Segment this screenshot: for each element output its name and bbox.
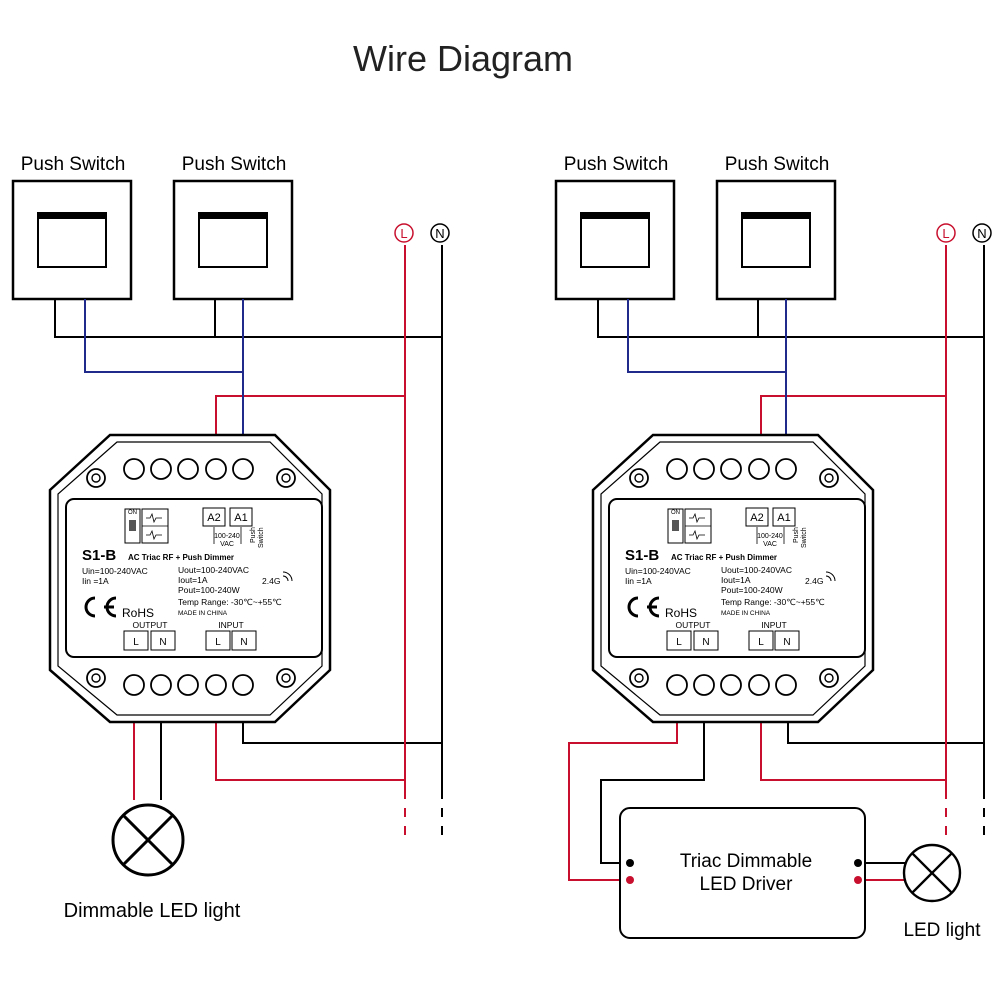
right-dev-on: ON (671, 510, 680, 516)
left-push-switch-1 (11, 179, 133, 301)
right-dev-rohs: RoHS (665, 606, 697, 620)
right-dev-made: MADE IN CHINA (721, 610, 771, 617)
left-dev-in-l: L (215, 637, 221, 648)
left-neutral-marker: N (430, 223, 450, 243)
right-diagram: Push Switch Push Switch L N (554, 154, 992, 941)
left-dev-in-n: N (240, 637, 247, 648)
left-dev-output: OUTPUT (133, 620, 168, 630)
right-dev-in-l: L (758, 637, 764, 648)
right-live-letter: L (942, 226, 949, 241)
left-lamp-icon (111, 803, 185, 877)
right-dev-pout: Pout=100-240W (721, 585, 783, 595)
left-dev-vac1: 100-240 (214, 533, 240, 540)
left-diagram: Push Switch Push Switch L N (11, 154, 450, 922)
right-push-switch-2 (715, 179, 837, 301)
right-dev-model: S1-B (625, 547, 659, 564)
left-dev-out-n: N (159, 637, 166, 648)
left-dev-band: 2.4G (262, 576, 280, 586)
left-dev-out-l: L (133, 637, 139, 648)
left-dev-uout: Uout=100-240VAC (178, 565, 249, 575)
right-dev-subtitle: AC Triac RF + Push Dimmer (671, 553, 777, 562)
right-load-label: LED light (903, 920, 981, 941)
right-live-marker: L (936, 223, 956, 243)
left-dev-iin: Iin =1A (82, 576, 109, 586)
right-dev-band: 2.4G (805, 576, 823, 586)
right-driver-line-1: Triac Dimmable (680, 851, 812, 872)
right-dev-push2: Switch (801, 527, 808, 548)
left-switch-2-label: Push Switch (182, 154, 287, 175)
right-dev-output: OUTPUT (676, 620, 711, 630)
right-switch-2-label: Push Switch (725, 154, 830, 175)
left-dev-pout: Pout=100-240W (178, 585, 240, 595)
right-lamp-icon (902, 843, 962, 903)
right-dev-temp: Temp Range: -30℃~+55℃ (721, 597, 825, 607)
left-dev-iout: Iout=1A (178, 575, 208, 585)
right-neutral-marker: N (972, 223, 992, 243)
right-dev-iin: Iin =1A (625, 576, 652, 586)
left-load-label: Dimmable LED light (64, 900, 241, 922)
left-dev-rohs: RoHS (122, 606, 154, 620)
left-dev-subtitle: AC Triac RF + Push Dimmer (128, 553, 234, 562)
right-dev-out-n: N (702, 637, 709, 648)
left-dev-model: S1-B (82, 547, 116, 564)
right-driver-line-2: LED Driver (700, 874, 794, 895)
left-dev-input: INPUT (218, 620, 244, 630)
right-dev-input: INPUT (761, 620, 787, 630)
left-dev-made: MADE IN CHINA (178, 610, 228, 617)
left-live-letter: L (400, 226, 407, 241)
right-switch-1-label: Push Switch (564, 154, 669, 175)
right-dev-iout: Iout=1A (721, 575, 751, 585)
right-dev-in-n: N (783, 637, 790, 648)
left-dev-push2: Switch (258, 527, 265, 548)
left-dev-a2: A2 (207, 512, 220, 524)
left-dev-uin: Uin=100-240VAC (82, 566, 148, 576)
right-dev-uout: Uout=100-240VAC (721, 565, 792, 575)
right-push-switch-1 (554, 179, 676, 301)
right-neutral-letter: N (977, 226, 986, 241)
right-dev-out-l: L (676, 637, 682, 648)
right-dev-vac1: 100-240 (757, 533, 783, 540)
left-neutral-letter: N (435, 226, 444, 241)
left-dev-vac2: VAC (220, 541, 234, 548)
right-led-driver: Triac Dimmable LED Driver (619, 807, 866, 939)
left-dev-push1: Push (250, 527, 257, 543)
left-dev-a1: A1 (234, 512, 247, 524)
left-live-marker: L (394, 223, 414, 243)
right-dev-push1: Push (793, 527, 800, 543)
left-dev-on: ON (128, 510, 137, 516)
left-dev-temp: Temp Range: -30℃~+55℃ (178, 597, 282, 607)
left-switch-1-label: Push Switch (21, 154, 126, 175)
page-title: Wire Diagram (353, 38, 573, 79)
right-dev-a2: A2 (750, 512, 763, 524)
right-dev-a1: A1 (777, 512, 790, 524)
right-dev-uin: Uin=100-240VAC (625, 566, 691, 576)
left-push-switch-2 (172, 179, 294, 301)
right-dev-vac2: VAC (763, 541, 777, 548)
